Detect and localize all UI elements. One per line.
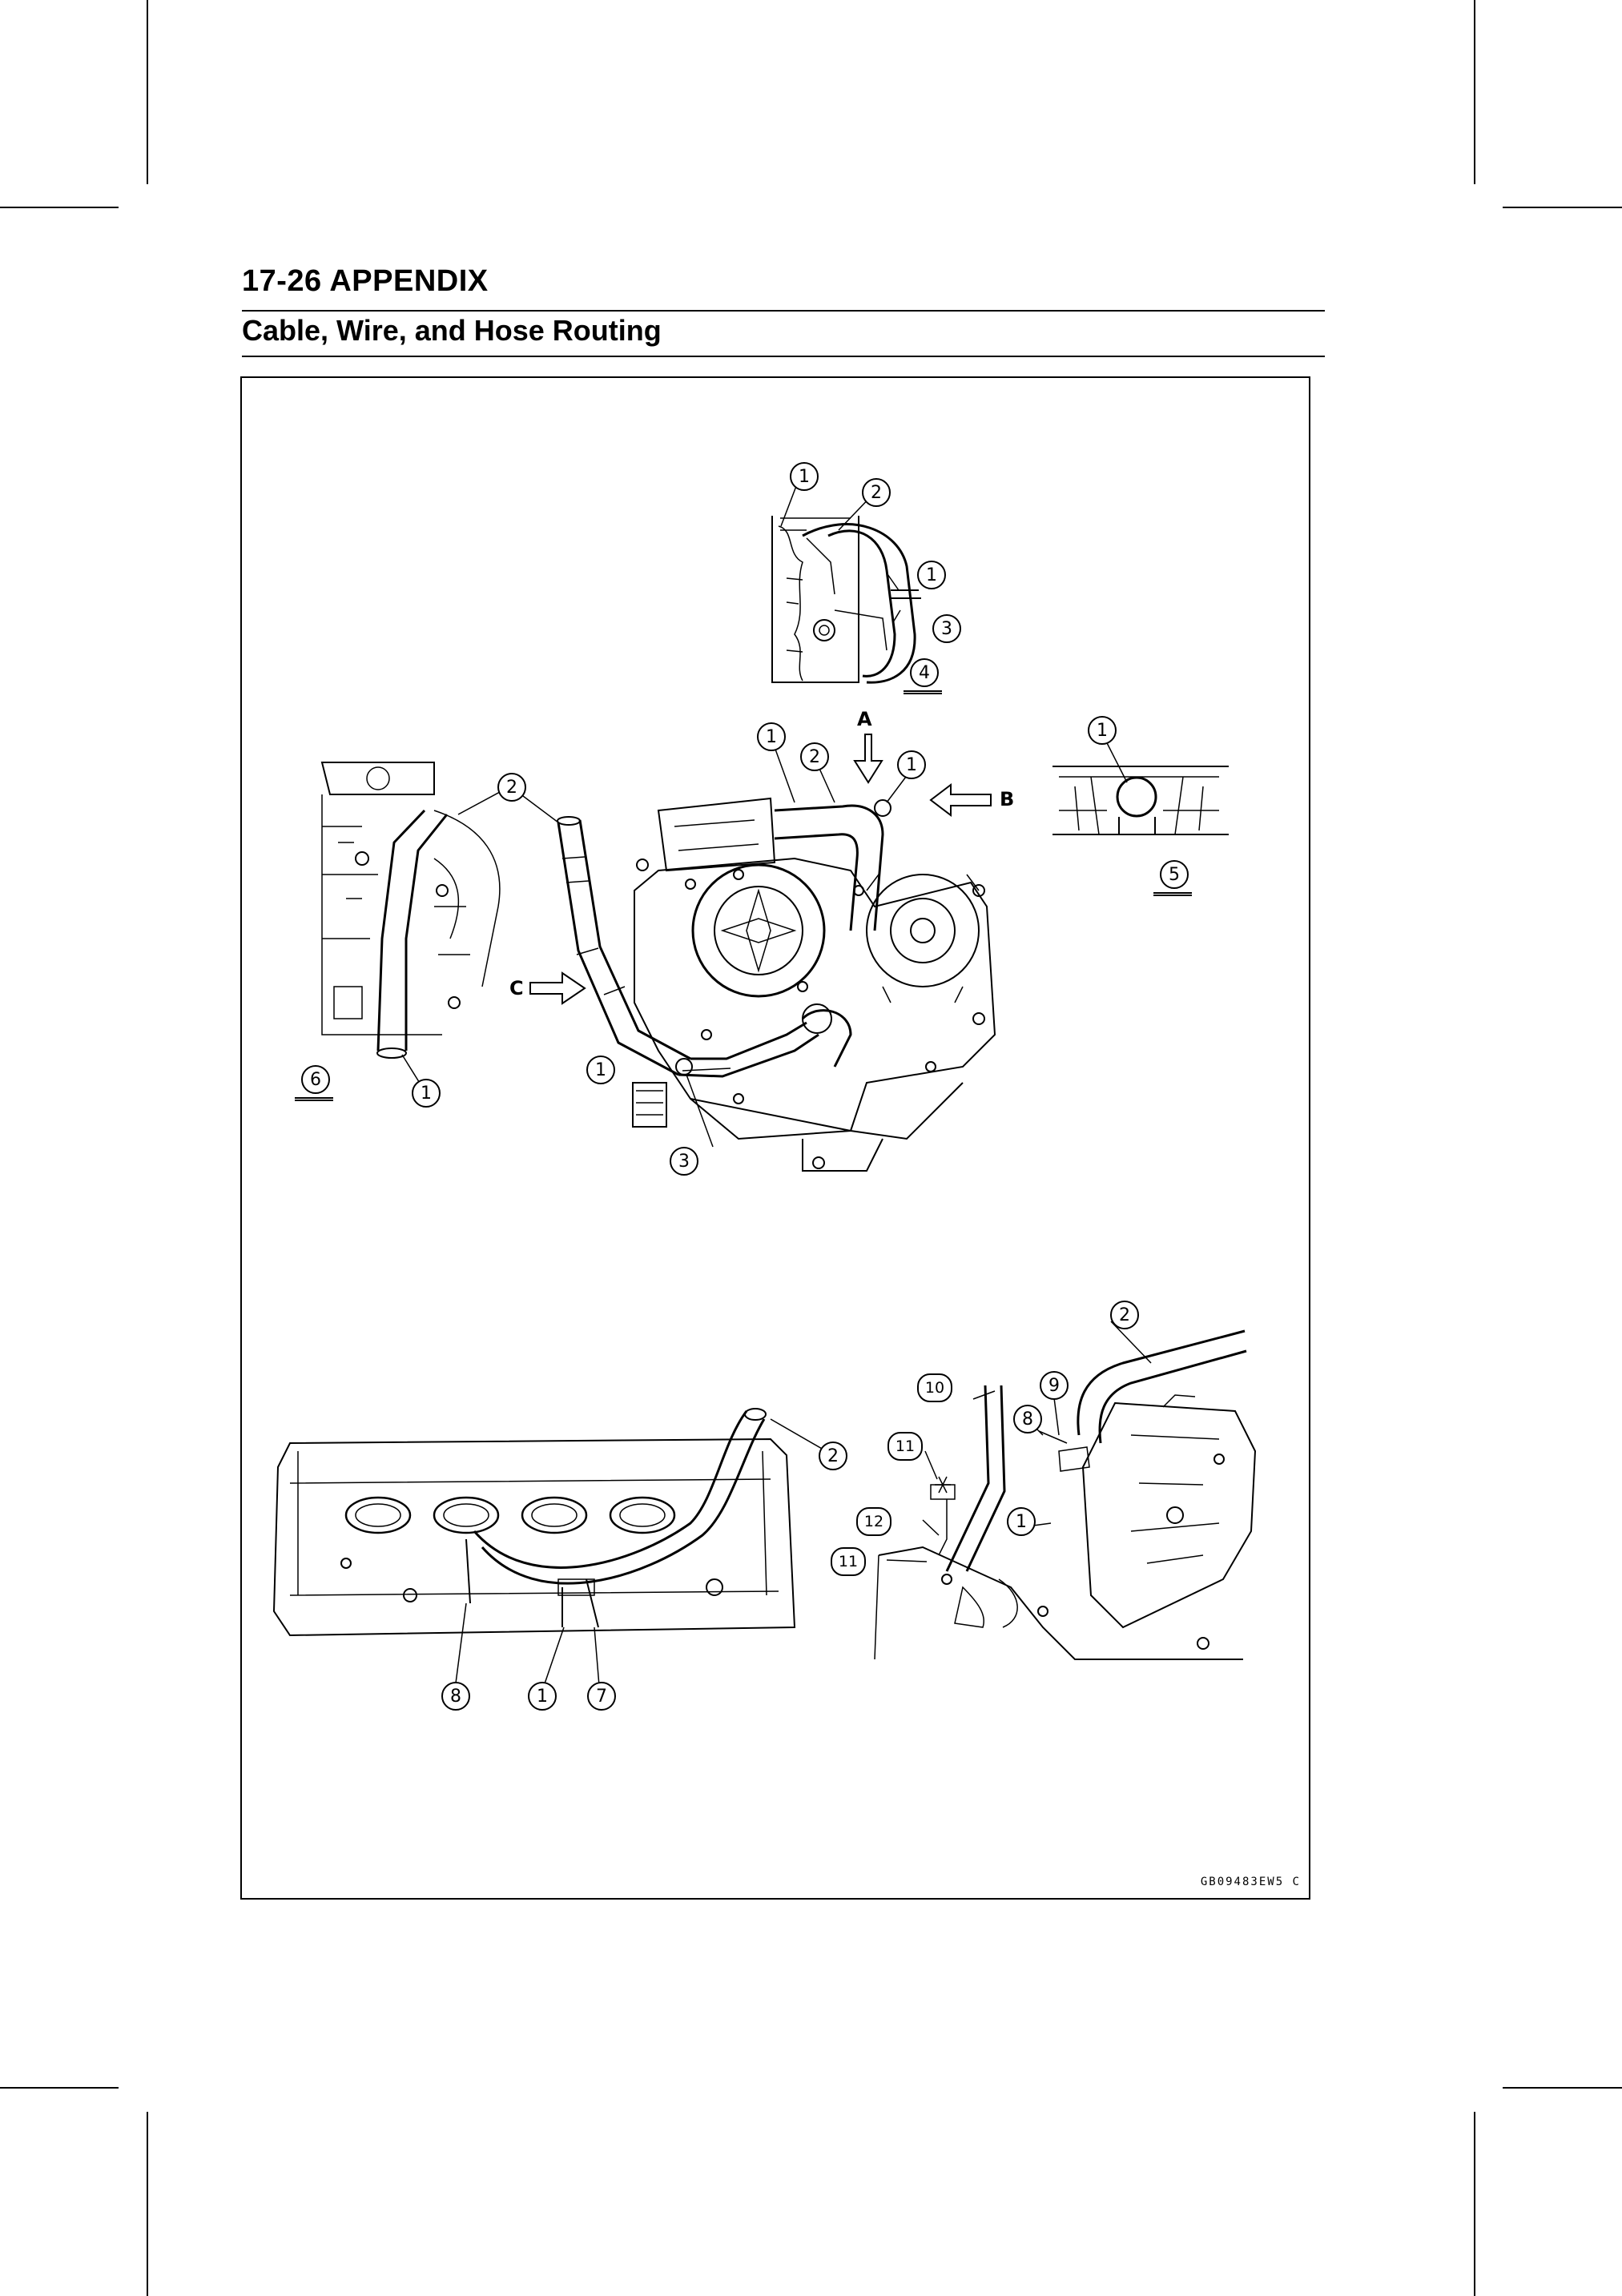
- callout-label: 8: [450, 1686, 461, 1707]
- crop-mark: [0, 2087, 119, 2089]
- callout-3: 3: [670, 1147, 698, 1176]
- callout-label: 3: [678, 1151, 690, 1172]
- callout-label: 3: [941, 618, 952, 639]
- callout-2: 2: [862, 478, 891, 507]
- callout-label: 1: [766, 726, 777, 747]
- header-rule: [242, 310, 1325, 312]
- section-rule: [242, 356, 1325, 357]
- view-label-underline: [295, 1097, 333, 1101]
- routing-diagram: [272, 475, 1257, 1696]
- callout-2: 2: [1110, 1301, 1139, 1329]
- figure-code: GB09483EW5 C: [1200, 1876, 1301, 1888]
- callout-label: 4: [919, 662, 930, 683]
- main-engine-view: [557, 797, 996, 1172]
- callout-3: 3: [932, 614, 961, 643]
- figure-frame: 1 2 1 3 4 1 5 2 6 1 1 2 1 1 3 A B C 2 10…: [240, 376, 1310, 1900]
- view-letter-a: A: [857, 708, 872, 730]
- view-label-underline: [1153, 892, 1192, 896]
- callout-label: 11: [838, 1553, 859, 1570]
- callout-1: 1: [757, 722, 786, 751]
- view-arrows: [529, 734, 992, 1005]
- callout-label: 6: [310, 1069, 321, 1090]
- callout-1: 1: [790, 462, 819, 491]
- callout-label: 1: [1016, 1511, 1027, 1532]
- callout-label: 9: [1048, 1375, 1060, 1396]
- callout-label: 2: [506, 777, 517, 798]
- callout-label: 1: [537, 1686, 548, 1707]
- callout-1: 1: [528, 1682, 557, 1711]
- view-label-4: 4: [910, 658, 939, 687]
- view-label-underline: [904, 690, 942, 694]
- section-title: Cable, Wire, and Hose Routing: [242, 314, 662, 347]
- crop-mark: [147, 0, 148, 184]
- callout-2: 2: [800, 742, 829, 771]
- view-label-5: 5: [1160, 860, 1189, 889]
- callout-1: 1: [897, 750, 926, 779]
- callout-9: 9: [1040, 1371, 1069, 1400]
- callout-1: 1: [1007, 1507, 1036, 1536]
- page-header: 17-26 APPENDIX: [242, 264, 489, 298]
- callout-label: 1: [1097, 720, 1108, 741]
- callout-1: 1: [1088, 716, 1117, 745]
- callout-1: 1: [586, 1056, 615, 1084]
- frame-side-view: [874, 1329, 1257, 1660]
- callout-12: 12: [856, 1507, 891, 1536]
- leader-lines: [401, 475, 1152, 1696]
- callout-label: 7: [596, 1686, 607, 1707]
- crop-mark: [147, 2112, 148, 2296]
- callout-1: 1: [917, 561, 946, 589]
- callout-label: 2: [1119, 1305, 1130, 1325]
- callout-8: 8: [1013, 1405, 1042, 1433]
- crop-mark: [1503, 207, 1622, 208]
- callout-11: 11: [831, 1547, 866, 1576]
- callout-label: 2: [871, 482, 882, 503]
- callout-label: 1: [421, 1083, 432, 1104]
- callout-2: 2: [819, 1442, 847, 1470]
- callout-11: 11: [887, 1432, 923, 1461]
- crop-mark: [1503, 2087, 1622, 2089]
- callout-label: 2: [809, 746, 820, 767]
- callout-label: 1: [799, 466, 810, 487]
- callout-label: 10: [924, 1379, 945, 1397]
- view-letter-c: C: [509, 977, 524, 999]
- callout-2: 2: [497, 773, 526, 802]
- detail-view-4: [771, 516, 921, 684]
- callout-label: 12: [863, 1513, 884, 1530]
- crop-mark: [1474, 0, 1475, 184]
- callout-label: 1: [926, 565, 937, 585]
- view-letter-b: B: [1000, 788, 1015, 810]
- callout-label: 8: [1022, 1409, 1033, 1429]
- crop-mark: [1474, 2112, 1475, 2296]
- callout-label: 1: [906, 754, 917, 775]
- callout-label: 11: [895, 1438, 916, 1455]
- detail-view-6: [320, 762, 501, 1059]
- callout-10: 10: [917, 1373, 952, 1402]
- callout-label: 1: [595, 1060, 606, 1080]
- callout-label: 5: [1169, 864, 1180, 885]
- throttle-body-view: [272, 1408, 796, 1637]
- detail-view-5: [1052, 766, 1229, 835]
- callout-8: 8: [441, 1682, 470, 1711]
- view-label-6: 6: [301, 1065, 330, 1094]
- callout-7: 7: [587, 1682, 616, 1711]
- callout-1: 1: [412, 1079, 441, 1108]
- callout-label: 2: [827, 1446, 839, 1466]
- crop-mark: [0, 207, 119, 208]
